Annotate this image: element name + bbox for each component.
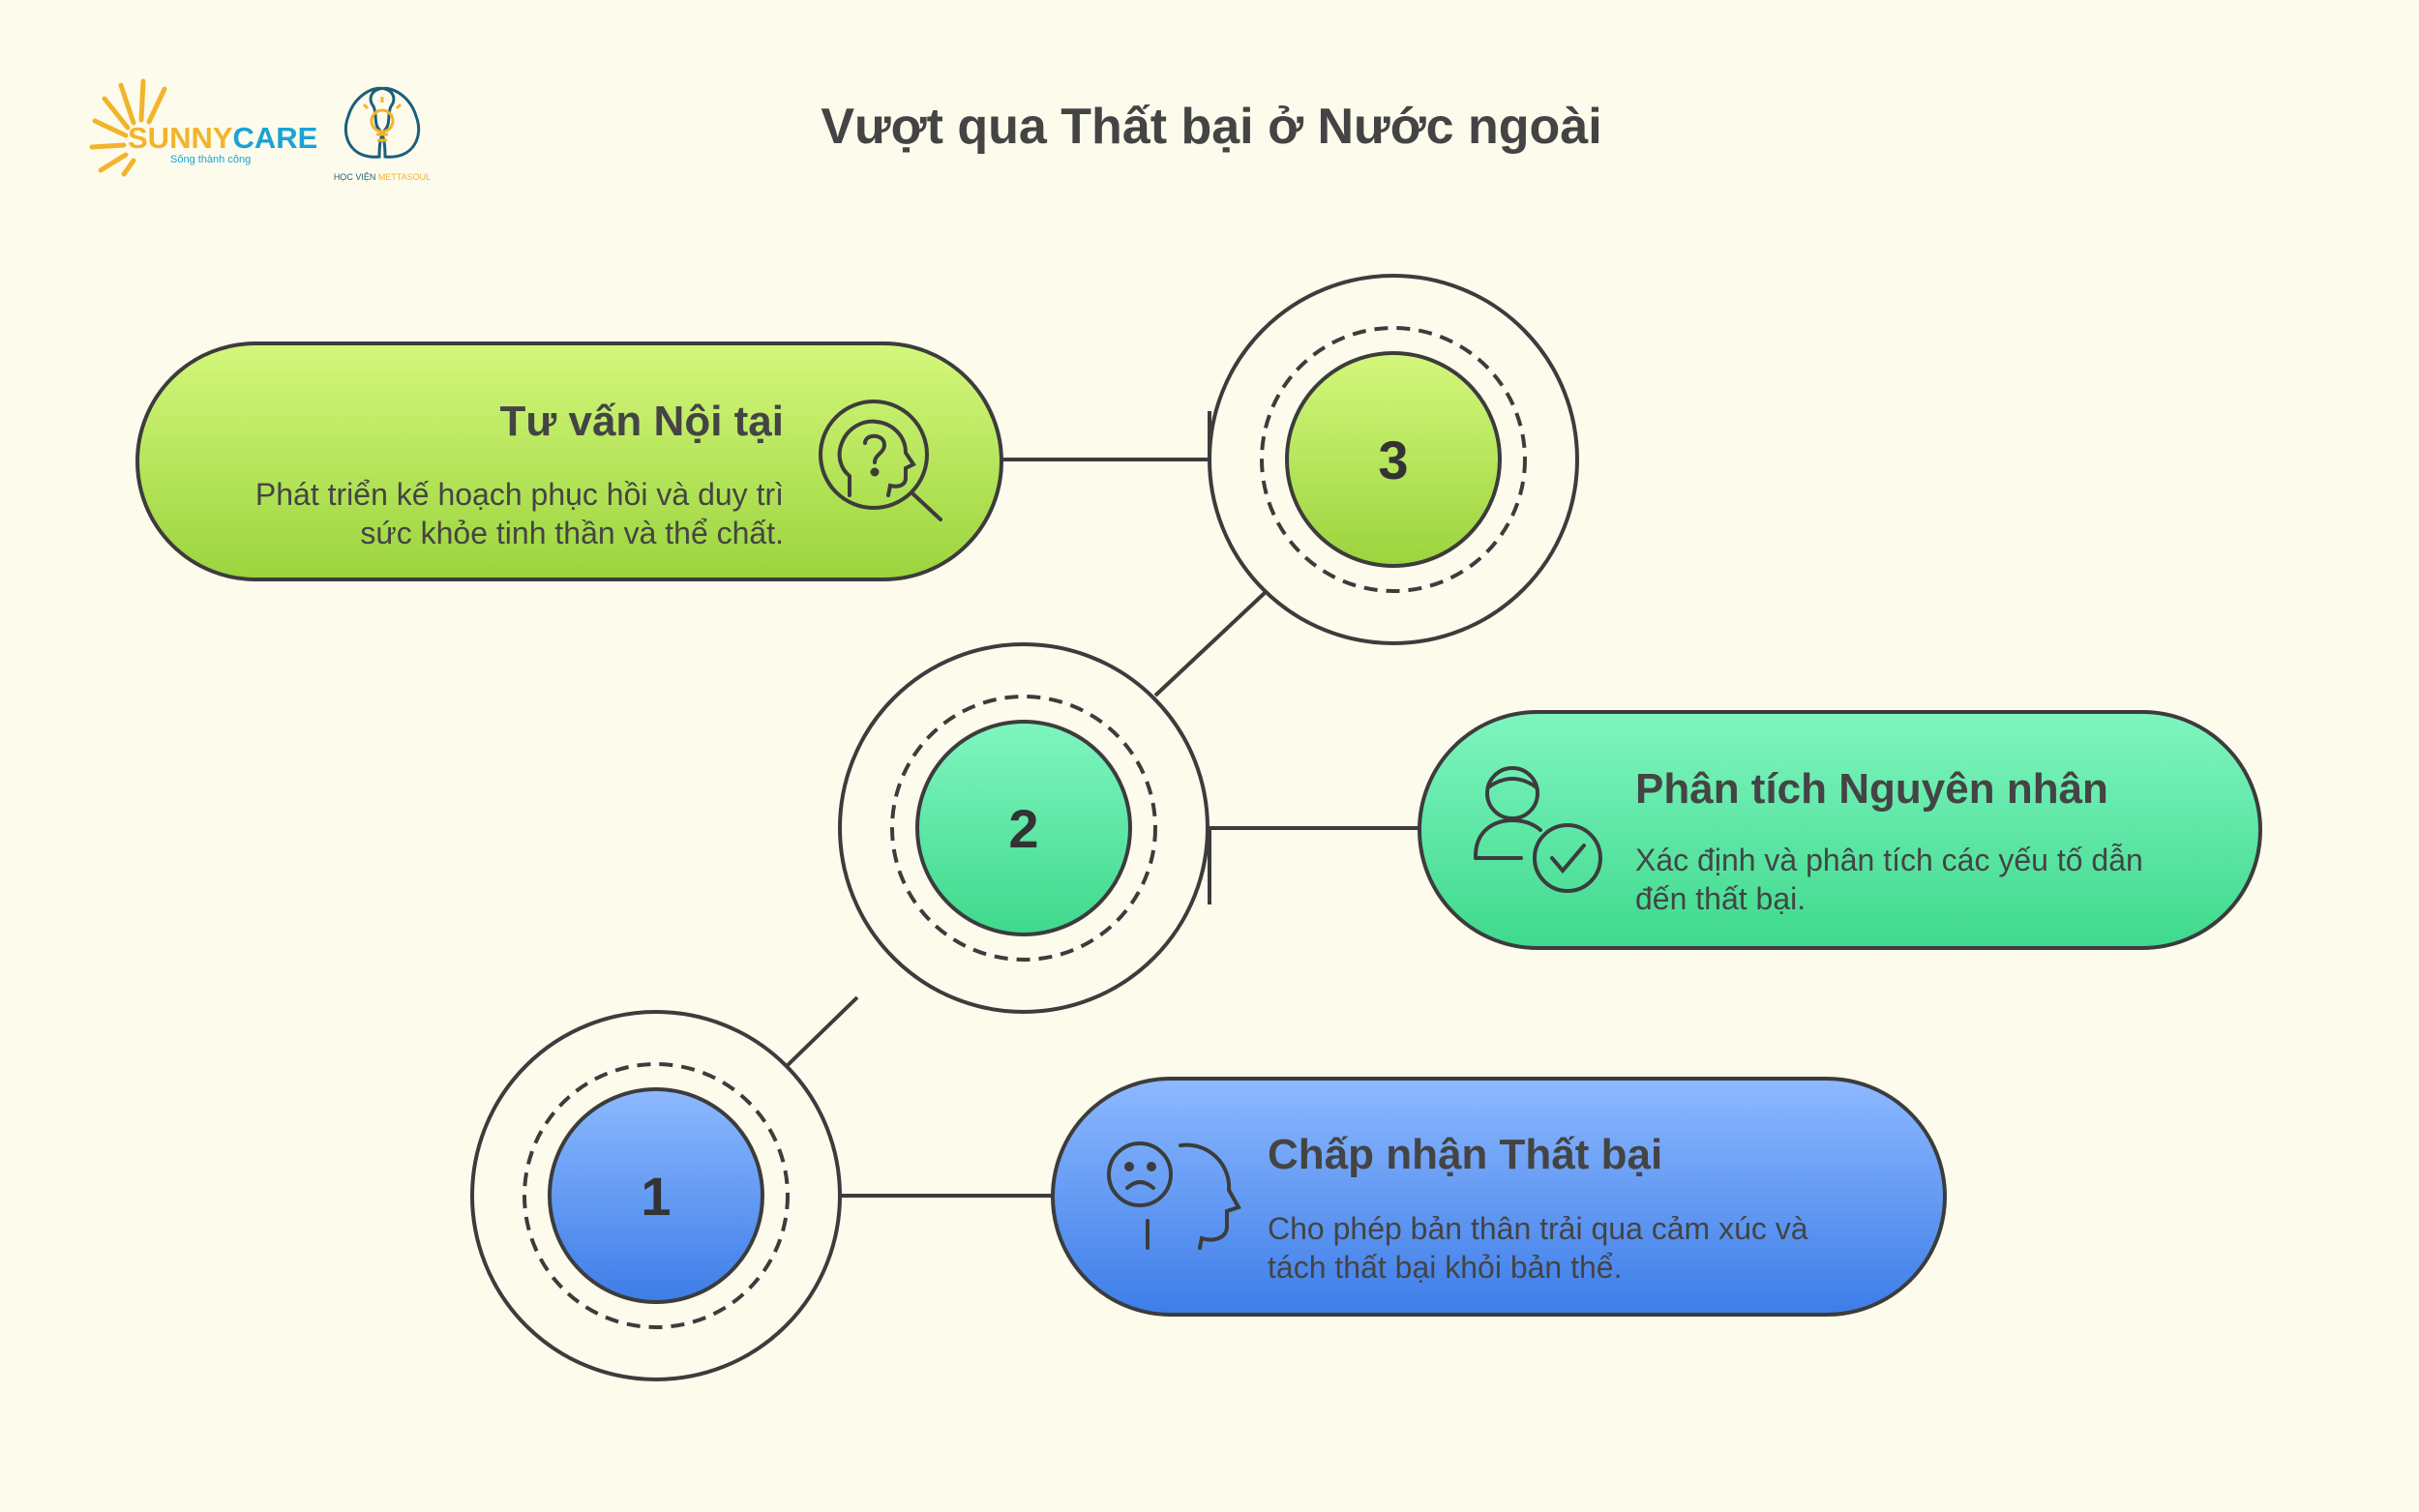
step-3-card [135,341,1003,581]
step-3-dashed-ring [1260,326,1527,593]
sun-rays-icon [89,78,167,177]
connector-2-to-3 [1153,590,1268,697]
sunnycare-logo: SUNNYCARE Sống thành công [89,78,317,177]
person-check-icon [1474,766,1602,893]
step-1-badge [548,1087,764,1304]
step-1: 1 Chấp nhận Thất bại Cho phép bản thân t… [470,1010,1947,1381]
step-2-number: 2 [1008,798,1038,859]
step-1-desc-line-2: tách thất bại khỏi bản thể. [1268,1250,1622,1285]
connector-1-to-2 [784,995,859,1069]
step-2-dashed-ring [890,695,1157,962]
step-1-desc-line-1: Cho phép bản thân trải qua cảm xúc và [1268,1211,1808,1246]
page-title: Vượt qua Thất bại ở Nước ngoài [821,99,1601,155]
lightbulb-icon [362,97,403,142]
step-2-desc-line-1: Xác định và phân tích các yếu tố dẫn [1635,843,2143,877]
sunnycare-tagline: Sống thành công [170,154,251,165]
step-3-desc-line-1: Phát triển kế hoạch phục hồi và duy trì [255,477,784,512]
sunnycare-name-sunny: SUNNY [128,121,233,155]
sunnycare-name-care: CARE [233,121,318,155]
step-2-badge [915,720,1132,936]
academy-label: HỌC VIỆN [334,172,378,182]
step-3-badge [1285,351,1502,568]
svg-text:HỌC VIỆN METTASOUL: HỌC VIỆN METTASOUL [334,172,431,182]
connector-step2-to-card [1208,826,1419,904]
step-2: 2 Phân tích Nguyên nhân Xác định và phân… [838,642,2262,1014]
step-2-desc-line-2: đến thất bại. [1635,881,1806,916]
mettasoul-logo: HỌC VIỆN METTASOUL [334,86,431,182]
step-1-dashed-ring [523,1062,790,1329]
step-1-heading: Chấp nhận Thất bại [1268,1131,1662,1178]
step-2-card [1418,710,2262,950]
step-2-heading: Phân tích Nguyên nhân [1635,765,2108,813]
connector-step3-to-card [1001,411,1211,461]
step-1-card [1051,1077,1947,1317]
step-3-number: 3 [1378,430,1408,490]
svg-text:SUNNYCARE: SUNNYCARE [128,121,317,155]
step-3-desc-line-2: sức khỏe tinh thần và thể chất. [360,516,784,550]
step-3-heading: Tư vấn Nội tại [500,398,784,445]
step-1-number: 1 [641,1166,671,1227]
sad-face-head-icon [1107,1141,1241,1250]
academy-brand: METTASOUL [378,172,431,182]
step-3: 3 Tư vấn Nội tại Phát triển kế hoạch phụ… [135,274,1579,645]
head-question-magnifier-icon [819,400,942,521]
